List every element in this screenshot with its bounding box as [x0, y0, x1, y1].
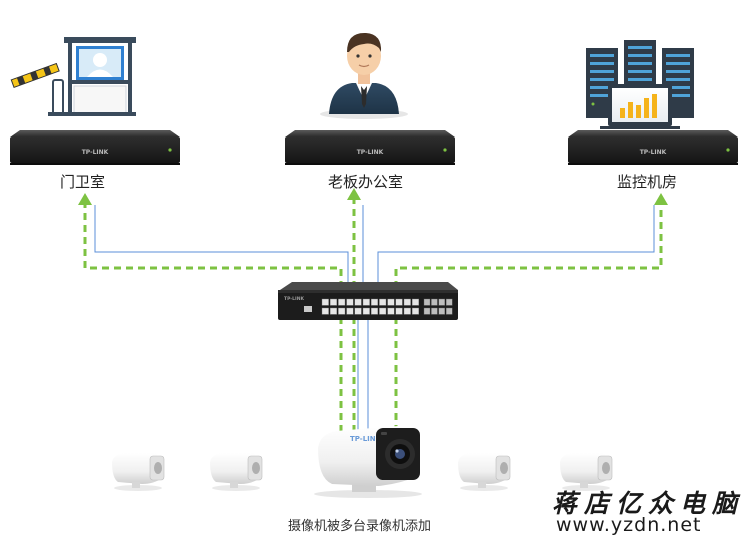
camera-main: TP-LINK [314, 426, 422, 498]
nvr-brand-logo: TP-LINK [640, 149, 667, 156]
arrow-office [347, 188, 361, 200]
switch-sfp-port [438, 298, 445, 306]
switch-sfp-port [431, 298, 438, 306]
gatehouse-icon [10, 37, 136, 116]
switch-port [362, 298, 370, 306]
camera-small-2 [210, 453, 263, 491]
camera-brand-logo: TP-LINK [350, 435, 382, 443]
switch-port [354, 307, 362, 315]
camera-small-1 [112, 453, 165, 491]
businessman-icon [320, 32, 408, 119]
nvr-server-room: TP-LINK [568, 130, 738, 165]
switch-port [412, 298, 420, 306]
network-switch: TP-LINK [278, 282, 458, 320]
switch-port [395, 298, 403, 306]
switch-port [379, 298, 387, 306]
switch-port [371, 298, 379, 306]
nvr-gatehouse: TP-LINK [10, 130, 180, 165]
nvr-brand-logo: TP-LINK [357, 149, 384, 156]
camera-small-3 [458, 453, 511, 491]
watermark-url: www.yzdn.net [556, 514, 702, 536]
location-label-server-room: 监控机房 [617, 173, 678, 191]
switch-port [321, 307, 329, 315]
switch-sfp-port [423, 307, 431, 315]
switch-port [379, 307, 387, 315]
arrow-gatehouse [78, 193, 92, 205]
diagram-caption: 摄像机被多台录像机添加 [288, 519, 432, 534]
location-label-office: 老板办公室 [328, 173, 404, 191]
switch-port [321, 298, 329, 306]
dashed-links [83, 197, 663, 432]
switch-sfp-port [431, 307, 438, 315]
switch-port [354, 298, 362, 306]
switch-sfp-port [438, 307, 445, 315]
solid-links [94, 205, 655, 432]
switch-ports [321, 298, 453, 315]
switch-port [412, 307, 420, 315]
switch-port [338, 298, 346, 306]
switch-sfp-port [446, 298, 453, 306]
switch-port [371, 307, 379, 315]
switch-port [387, 298, 395, 306]
solid-link-server-room [377, 205, 655, 296]
dashed-link-server-room [394, 203, 663, 432]
switch-port [403, 307, 411, 315]
switch-port [403, 298, 411, 306]
switch-sfp-port [446, 307, 453, 315]
switch-port [346, 298, 354, 306]
nvr-brand-logo: TP-LINK [82, 149, 109, 156]
dashed-link-gatehouse [83, 203, 343, 432]
arrow-server-room [654, 193, 668, 205]
switch-sfp-port [423, 298, 431, 306]
switch-port [387, 307, 395, 315]
arrowheads [78, 188, 668, 205]
switch-port [330, 298, 338, 306]
switch-port [346, 307, 354, 315]
location-label-gatehouse: 门卫室 [60, 173, 106, 191]
solid-link-gatehouse [94, 205, 349, 296]
watermark-title: 蒋店亿众电脑 [552, 489, 745, 518]
nvr-office: TP-LINK [285, 130, 455, 165]
switch-port [338, 307, 346, 315]
switch-brand-logo: TP-LINK [284, 296, 304, 302]
camera-small-4 [560, 453, 613, 491]
switch-port [330, 307, 338, 315]
switch-port [395, 307, 403, 315]
server-room-icon [586, 40, 694, 129]
switch-port [362, 307, 370, 315]
